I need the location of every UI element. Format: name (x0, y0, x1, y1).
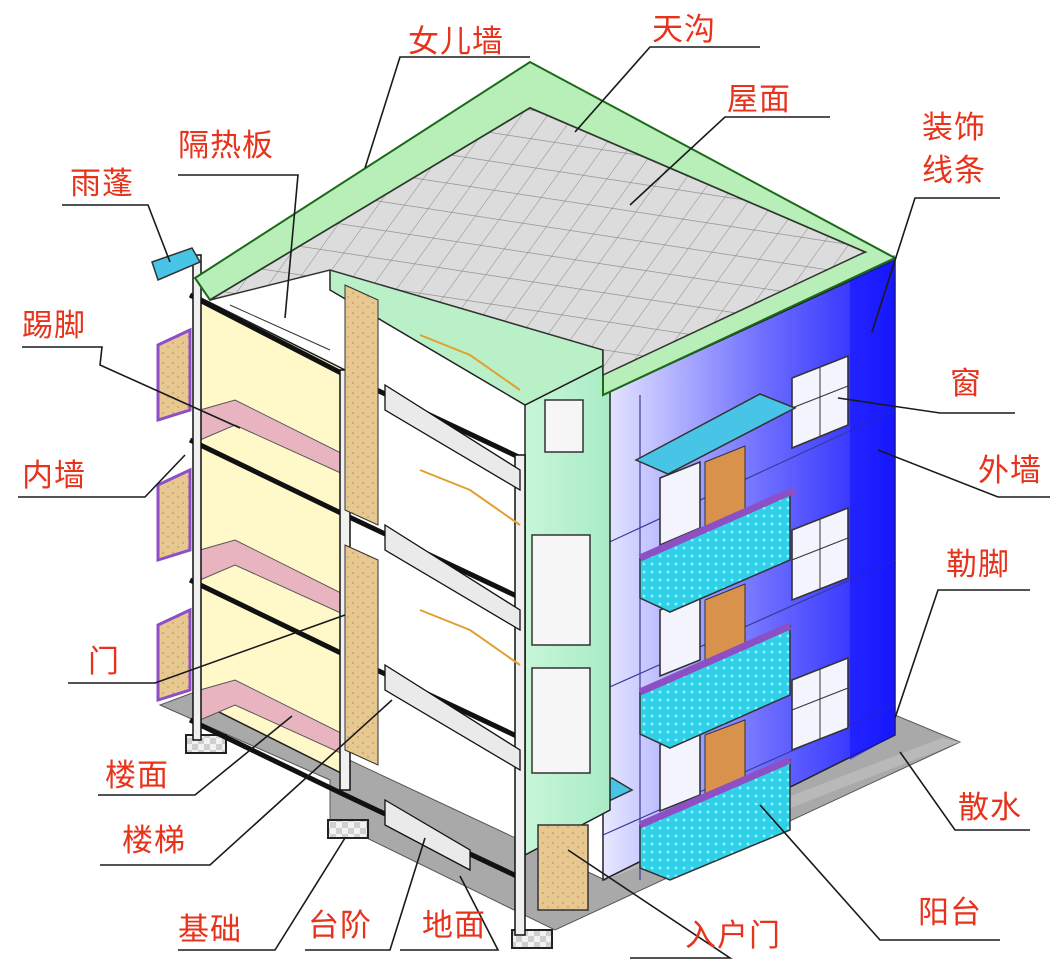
leader-skirting (22, 346, 241, 429)
label-outer-wall: 外墙 (978, 453, 1042, 489)
staircase (384, 383, 521, 872)
label-floor: 楼面 (105, 758, 169, 794)
decorative-band (850, 255, 895, 760)
entry-door-panel (537, 824, 589, 911)
leader-inner-wall (18, 454, 186, 498)
leader-floor (98, 715, 293, 796)
label-gutter: 天沟 (652, 12, 716, 48)
label-plinth: 勒脚 (946, 547, 1010, 583)
label-window: 窗 (950, 366, 982, 402)
left-balconies (156, 327, 192, 703)
label-steps: 台阶 (308, 908, 372, 944)
label-insulation: 隔热板 (178, 128, 274, 164)
label-decor-line-2: 线条 (922, 153, 986, 189)
leader-parapet (364, 56, 530, 169)
leader-outer-wall (877, 449, 1050, 498)
leader-door (68, 614, 346, 684)
roof-tiles (209, 107, 867, 377)
leader-window (837, 397, 1015, 414)
leader-canopy (62, 204, 171, 263)
leader-gutter (574, 46, 760, 133)
leader-insulation (178, 174, 299, 319)
label-ground: 地面 (422, 908, 486, 944)
label-parapet: 女儿墙 (408, 24, 504, 60)
leader-drainage (899, 751, 1030, 831)
core-windows (531, 399, 591, 774)
stair-railings (419, 334, 521, 666)
leader-plinth (894, 589, 1030, 719)
label-canopy: 雨蓬 (70, 166, 134, 202)
interior-doors (344, 284, 379, 766)
foundations (185, 734, 553, 949)
leader-roof (629, 116, 830, 206)
label-stair: 楼梯 (122, 823, 186, 859)
label-door: 门 (88, 644, 120, 680)
left-canopy (151, 247, 202, 282)
label-skirting: 踢脚 (22, 308, 86, 344)
leader-stair (100, 699, 393, 866)
leader-balcony (759, 804, 1000, 941)
label-entry-door: 入户门 (685, 918, 781, 954)
label-balcony: 阳台 (918, 895, 982, 931)
leader-decor (871, 197, 1000, 333)
label-roof: 屋面 (727, 82, 791, 118)
label-drainage: 散水 (958, 790, 1022, 826)
insulation-board (229, 304, 331, 351)
leader-foundation (178, 837, 346, 951)
label-foundation: 基础 (178, 912, 242, 948)
leader-entry-door (567, 849, 733, 959)
balconies (638, 488, 795, 881)
label-inner-wall: 内墙 (22, 458, 86, 494)
label-decor-line-1: 装饰 (922, 110, 986, 146)
leader-ground (400, 875, 500, 951)
leader-steps (305, 837, 426, 951)
